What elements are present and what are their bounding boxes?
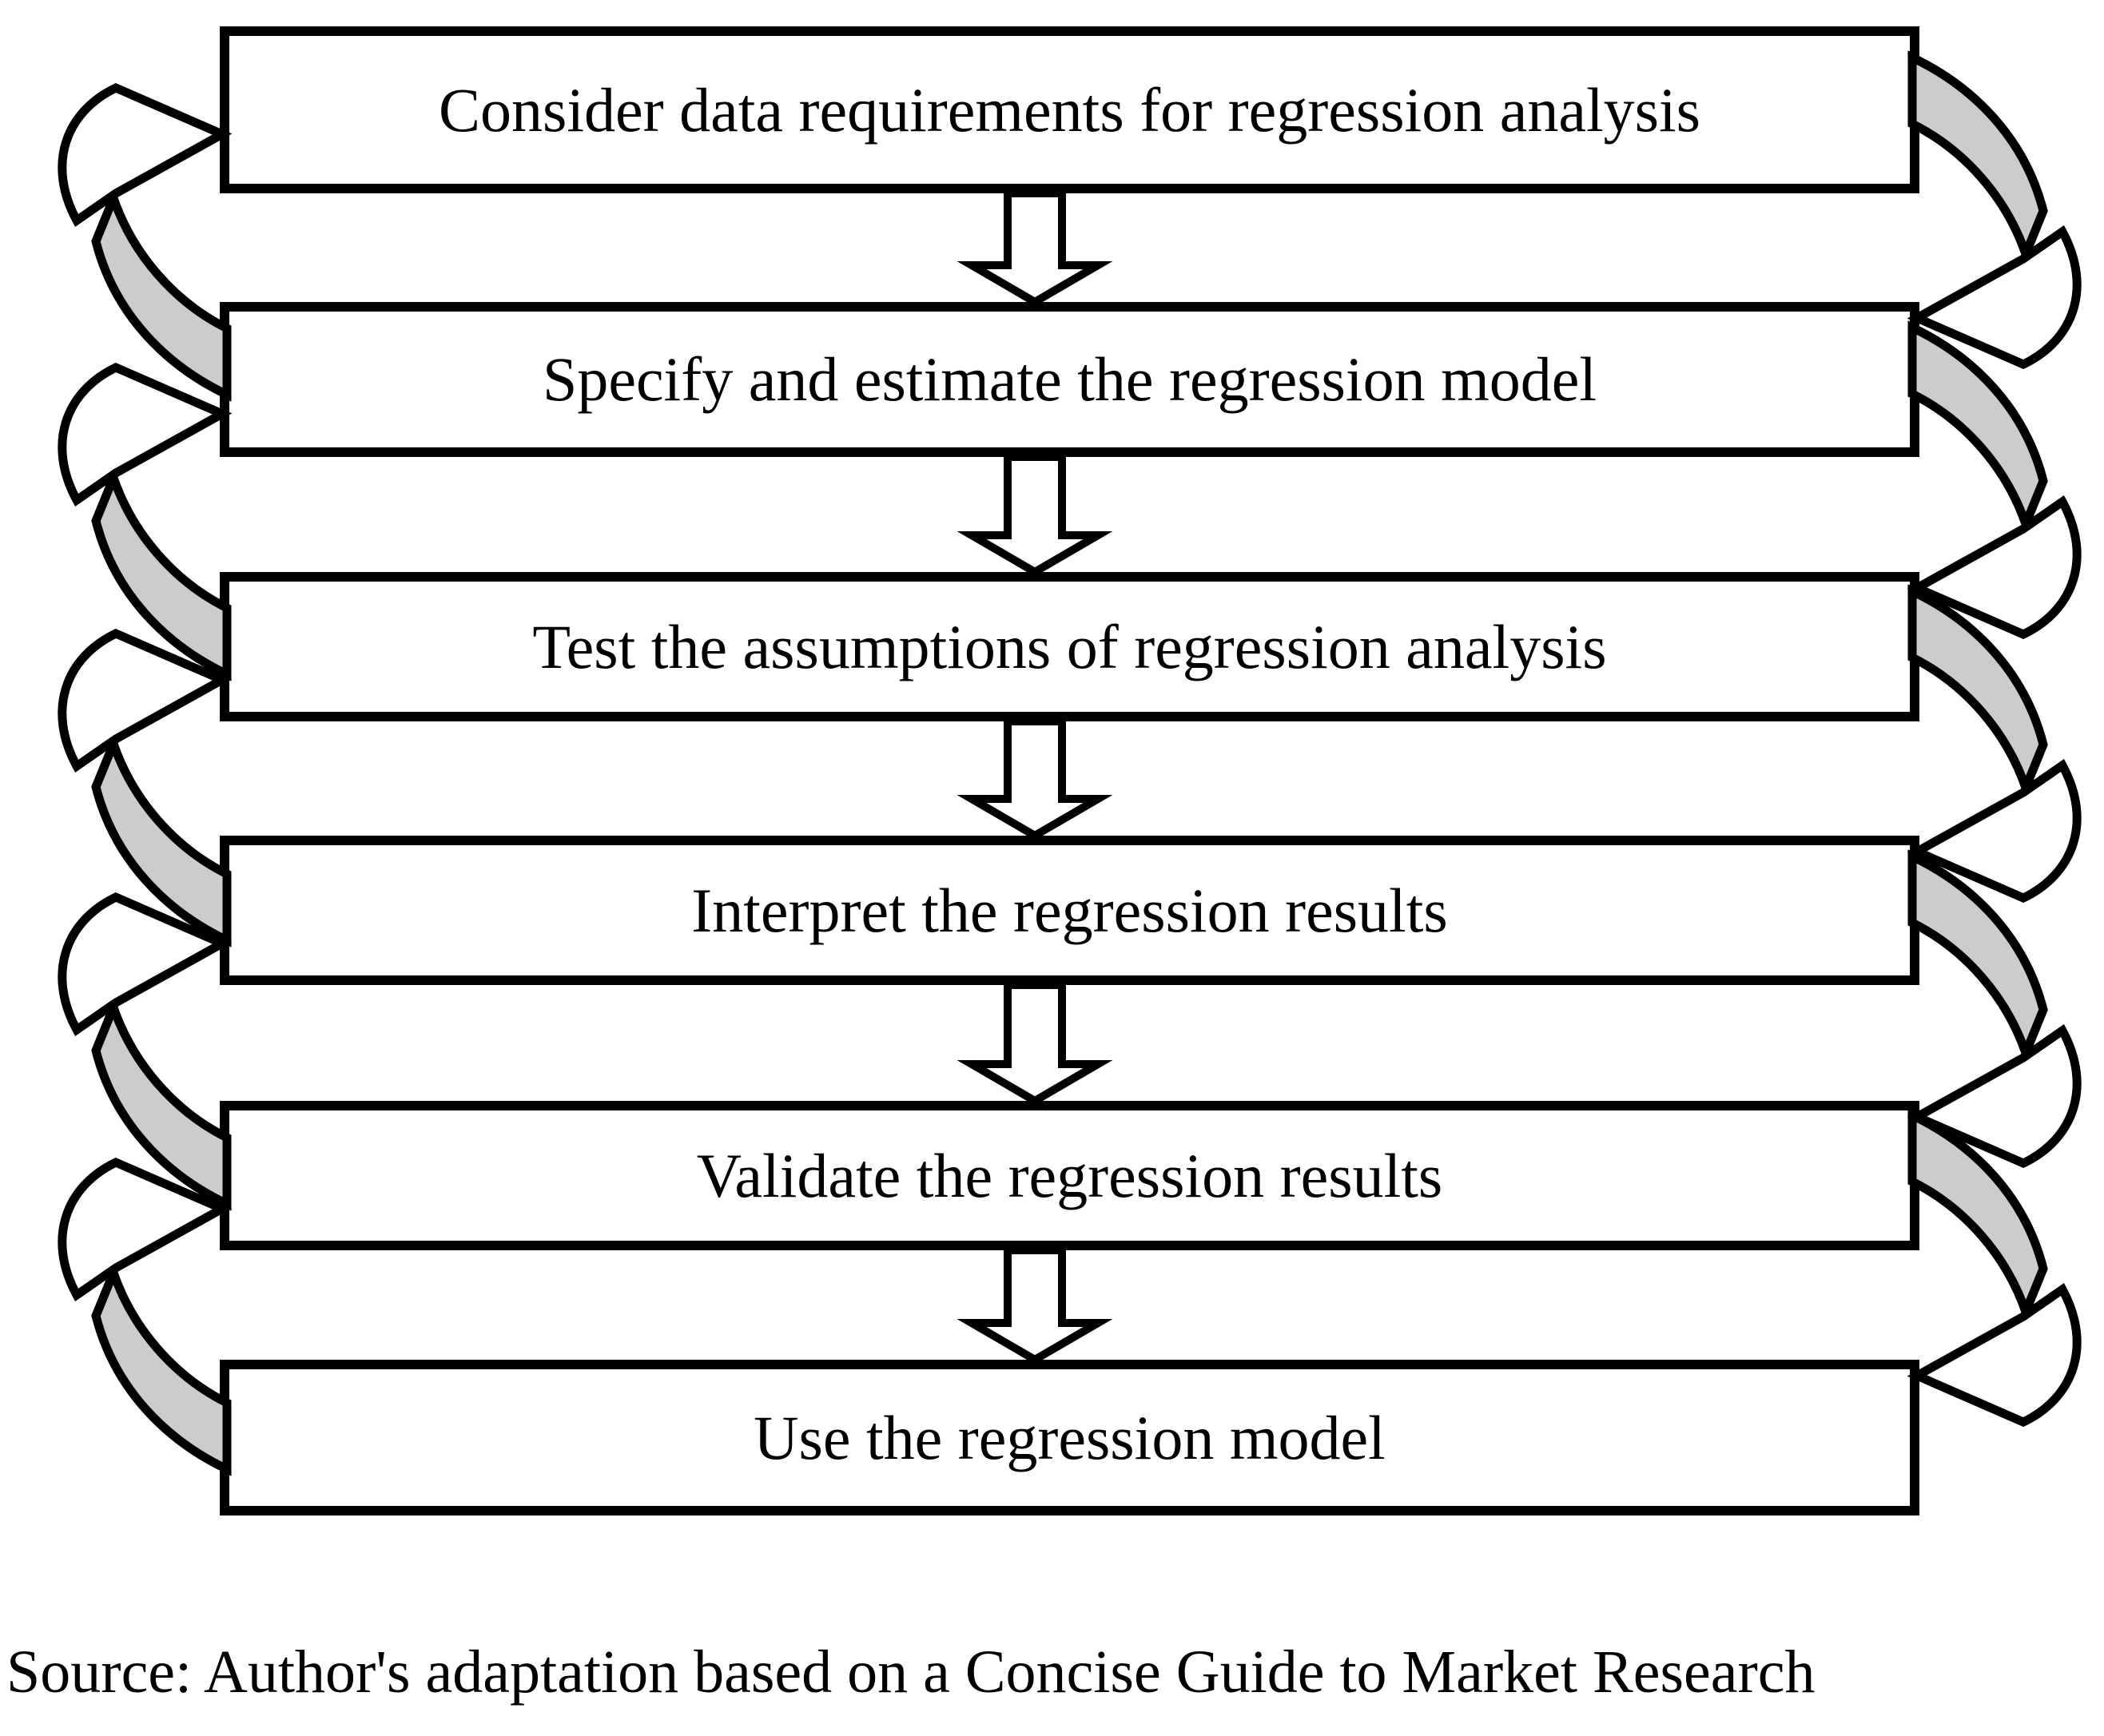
- curved-feedback-arrow-icon: [62, 897, 227, 1204]
- step-box-6: Use the regression model: [220, 1360, 1919, 1516]
- curved-flow-arrow-icon: [1912, 591, 2077, 898]
- curved-flow-arrow-icon: [1912, 58, 2077, 364]
- step-label-5: Validate the regression results: [696, 1140, 1443, 1210]
- down-block-arrow-icon: [957, 981, 1113, 1106]
- source-caption: Source: Author's adaptation based on a C…: [6, 1639, 1816, 1706]
- step-box-4: Interpret the regression results: [220, 836, 1919, 985]
- curved-feedback-arrow-icon: [62, 1162, 227, 1469]
- step-box-1: Consider data requirements for regressio…: [220, 26, 1919, 193]
- step-label-2: Specify and estimate the regression mode…: [542, 344, 1597, 415]
- step-label-4: Interpret the regression results: [691, 875, 1448, 945]
- step-label-3: Test the assumptions of regression analy…: [532, 611, 1607, 681]
- curved-feedback-arrow-icon: [62, 367, 227, 674]
- step-label-6: Use the regression model: [754, 1402, 1386, 1472]
- down-block-arrow-icon: [957, 453, 1113, 577]
- down-block-arrow-icon: [957, 717, 1113, 840]
- curved-flow-arrow-icon: [1912, 328, 2077, 634]
- curved-feedback-arrow-icon: [62, 634, 227, 940]
- step-box-2: Specify and estimate the regression mode…: [220, 302, 1919, 457]
- down-block-arrow-icon: [957, 1246, 1113, 1365]
- step-label-1: Consider data requirements for regressio…: [438, 74, 1701, 145]
- step-box-5: Validate the regression results: [220, 1101, 1919, 1250]
- curved-feedback-arrow-icon: [62, 88, 227, 395]
- curved-flow-arrow-icon: [1912, 1115, 2077, 1422]
- down-block-arrow-icon: [957, 189, 1113, 307]
- curved-flow-arrow-icon: [1912, 856, 2077, 1163]
- step-box-3: Test the assumptions of regression analy…: [220, 572, 1919, 721]
